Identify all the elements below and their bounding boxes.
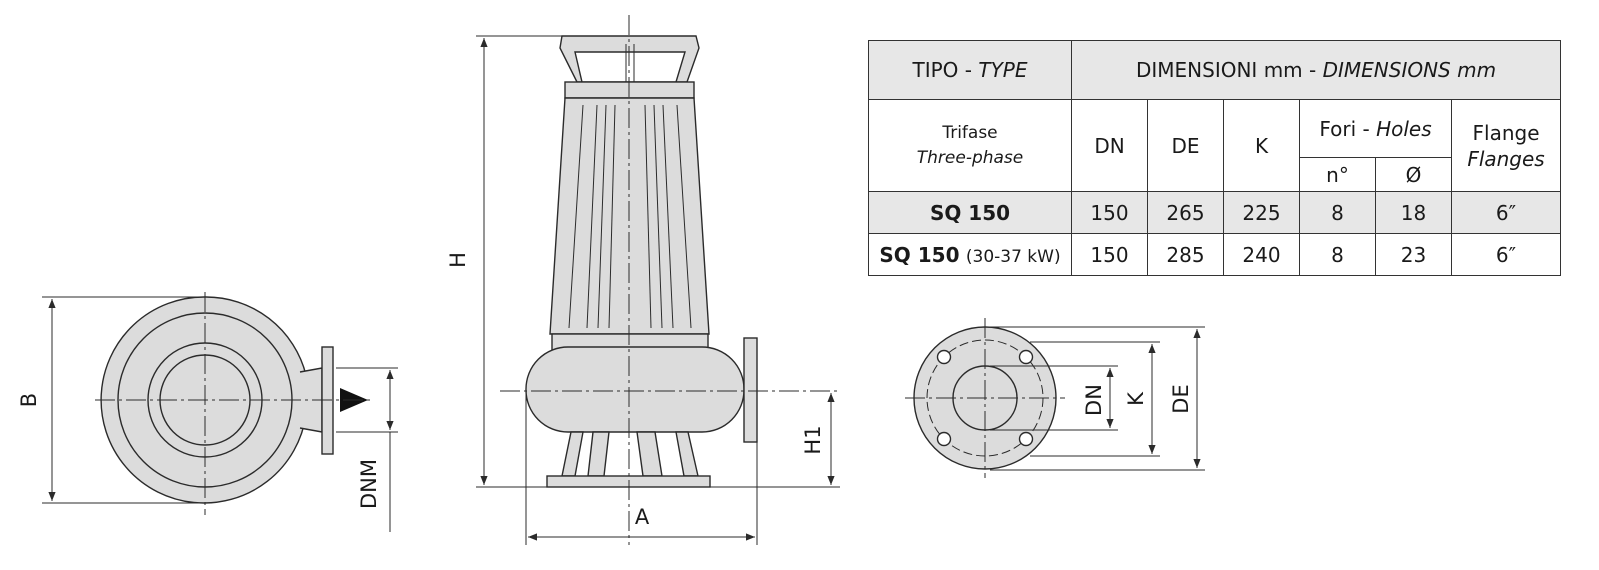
dimensions-table: TIPO - TYPE DIMENSIONI mm - DIMENSIONS m…	[868, 40, 1562, 276]
phase-it: Trifase	[942, 122, 998, 143]
side-flange	[743, 337, 758, 443]
model-cell: SQ 150 (30-37 kW)	[868, 233, 1072, 276]
label-h: H	[446, 252, 470, 268]
holes-en: Holes	[1376, 116, 1432, 141]
label-b: B	[17, 393, 41, 407]
side-view	[476, 15, 840, 545]
type-header-en: TYPE	[978, 58, 1028, 82]
k-cell: 240	[1223, 233, 1300, 276]
flange-header: Flange Flanges	[1450, 99, 1562, 192]
col-k-header: K	[1223, 99, 1300, 192]
holes-count-cell: 8	[1299, 191, 1376, 234]
label-a: A	[635, 505, 650, 529]
holes-count-header: n°	[1299, 157, 1376, 192]
flange-cell: 6″	[1450, 233, 1562, 276]
bolt-hole	[936, 431, 952, 447]
flange-it: Flange	[1472, 120, 1540, 145]
holes-header: Fori - Holes	[1299, 99, 1452, 158]
k-cell: 225	[1223, 191, 1300, 234]
de-cell: 285	[1147, 233, 1224, 276]
foot-left	[561, 431, 584, 477]
table-row: SQ 150 150 265 225 8 18 6″	[868, 191, 1562, 234]
dn-cell: 150	[1071, 233, 1148, 276]
bolt-hole	[1018, 431, 1034, 447]
holes-diameter-cell: 18	[1375, 191, 1452, 234]
model-name: SQ 150	[929, 200, 1011, 225]
table-row: SQ 150 (30-37 kW) 150 285 240 8 23 6″	[868, 233, 1562, 276]
type-header: TIPO - TYPE	[868, 40, 1072, 100]
model-note: (30-37 kW)	[965, 246, 1061, 267]
label-de: DE	[1169, 384, 1193, 413]
dimensions-header: DIMENSIONI mm - DIMENSIONS mm	[1070, 40, 1562, 100]
col-dn-header: DN	[1071, 99, 1148, 192]
label-k: K	[1124, 391, 1148, 406]
label-dnm: DNM	[357, 459, 381, 509]
model-cell: SQ 150	[868, 191, 1072, 234]
flange-en: Flanges	[1467, 146, 1545, 171]
dn-cell: 150	[1071, 191, 1148, 234]
flange-view	[905, 318, 1205, 478]
model-name: SQ 150	[879, 242, 960, 267]
foot-right	[675, 431, 699, 477]
holes-it: Fori -	[1319, 116, 1377, 141]
pump-casing	[525, 346, 745, 433]
top-view	[42, 292, 398, 532]
bolt-hole	[936, 349, 952, 365]
bolt-hole	[1018, 349, 1034, 365]
holes-diameter-header: Ø	[1375, 157, 1452, 192]
dimensions-header-it: DIMENSIONI mm -	[1135, 58, 1323, 82]
foot-mid-left	[587, 431, 610, 477]
col-de-header: DE	[1147, 99, 1224, 192]
label-dn: DN	[1082, 384, 1106, 416]
holes-count-cell: 8	[1299, 233, 1376, 276]
type-header-it: TIPO -	[912, 58, 979, 82]
flange-cell: 6″	[1450, 191, 1562, 234]
foot-mid-right	[636, 431, 663, 477]
dimensions-header-en: DIMENSIONS mm	[1322, 58, 1497, 82]
de-cell: 265	[1147, 191, 1224, 234]
phase-en: Three-phase	[916, 147, 1024, 168]
label-h1: H1	[801, 425, 825, 454]
phase-cell: Trifase Three-phase	[868, 99, 1072, 192]
holes-diameter-cell: 23	[1375, 233, 1452, 276]
